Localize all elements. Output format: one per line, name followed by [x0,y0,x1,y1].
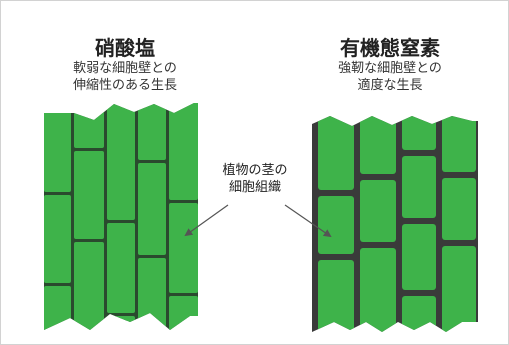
left-title: 硝酸塩 [95,36,155,60]
right-cell [402,296,436,332]
left-subtitle-line1: 軟弱な細胞壁との [73,61,177,76]
right-cell [360,180,396,242]
left-subtitle-line2: 伸縮性のある生長 [72,78,177,93]
right-cell [402,156,436,218]
left-cell [138,258,166,330]
left-cell [169,296,198,330]
arrow-to-left-tissue [184,204,229,237]
right-cell [360,116,396,174]
right-cell [360,248,396,332]
left-cell [44,103,71,192]
center-label-line1: 植物の茎の [222,163,288,178]
left-cell [44,286,71,330]
right-cell [442,116,476,172]
right-title: 有機態窒素 [340,36,440,60]
left-cell [107,316,135,330]
left-cell [107,223,135,313]
right-subtitle-line1: 強靭な細胞壁との [338,61,442,76]
left-cell [44,195,71,283]
right-tissue [312,116,478,332]
left-cell [74,151,104,239]
right-cell [402,116,436,150]
left-cell [138,163,166,255]
arrow-to-right-tissue [284,204,332,238]
left-cell [107,103,135,220]
right-cell [318,116,354,190]
right-cell [318,196,354,254]
left-cell [74,103,104,148]
right-cell [442,246,476,332]
right-cell [318,260,354,332]
left-tissue [44,103,198,330]
left-cell [169,103,198,200]
left-cell [169,203,198,293]
right-cell [442,178,476,240]
right-cell [402,224,436,290]
center-label-line2: 細胞組織 [228,180,281,195]
left-cell [138,103,166,160]
right-subtitle-line2: 適度な生長 [357,78,423,93]
left-cell [74,242,104,330]
